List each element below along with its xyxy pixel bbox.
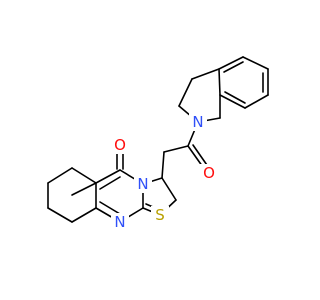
bond <box>47 167 73 184</box>
bond <box>71 182 97 196</box>
bond-layer <box>47 56 269 223</box>
nitrogen-ring-label: N <box>137 175 148 193</box>
bond <box>223 61 244 73</box>
bond <box>71 167 97 184</box>
bond <box>161 177 177 201</box>
bond <box>178 78 193 107</box>
bond <box>218 56 244 70</box>
bond <box>47 207 73 223</box>
bond <box>95 169 121 184</box>
bond <box>99 201 121 215</box>
bond <box>99 176 121 190</box>
bond <box>163 145 189 153</box>
bond <box>71 207 97 223</box>
nitrogen-isoquinoline-label: N <box>192 113 203 131</box>
oxygen-keto-label: O <box>114 136 126 154</box>
bond <box>242 56 269 70</box>
molecule-diagram: O N N S O N <box>47 56 269 231</box>
sulfur-label: S <box>155 206 165 224</box>
bond <box>244 94 269 109</box>
atom-layer: O N N S O N <box>110 113 219 231</box>
bond <box>161 151 165 179</box>
bond <box>218 68 221 96</box>
bond <box>191 68 220 80</box>
oxygen-amide-label: O <box>203 164 215 182</box>
bond <box>224 91 246 104</box>
nitrogen-pyrimidine-label: N <box>114 213 125 231</box>
bond <box>219 94 246 109</box>
